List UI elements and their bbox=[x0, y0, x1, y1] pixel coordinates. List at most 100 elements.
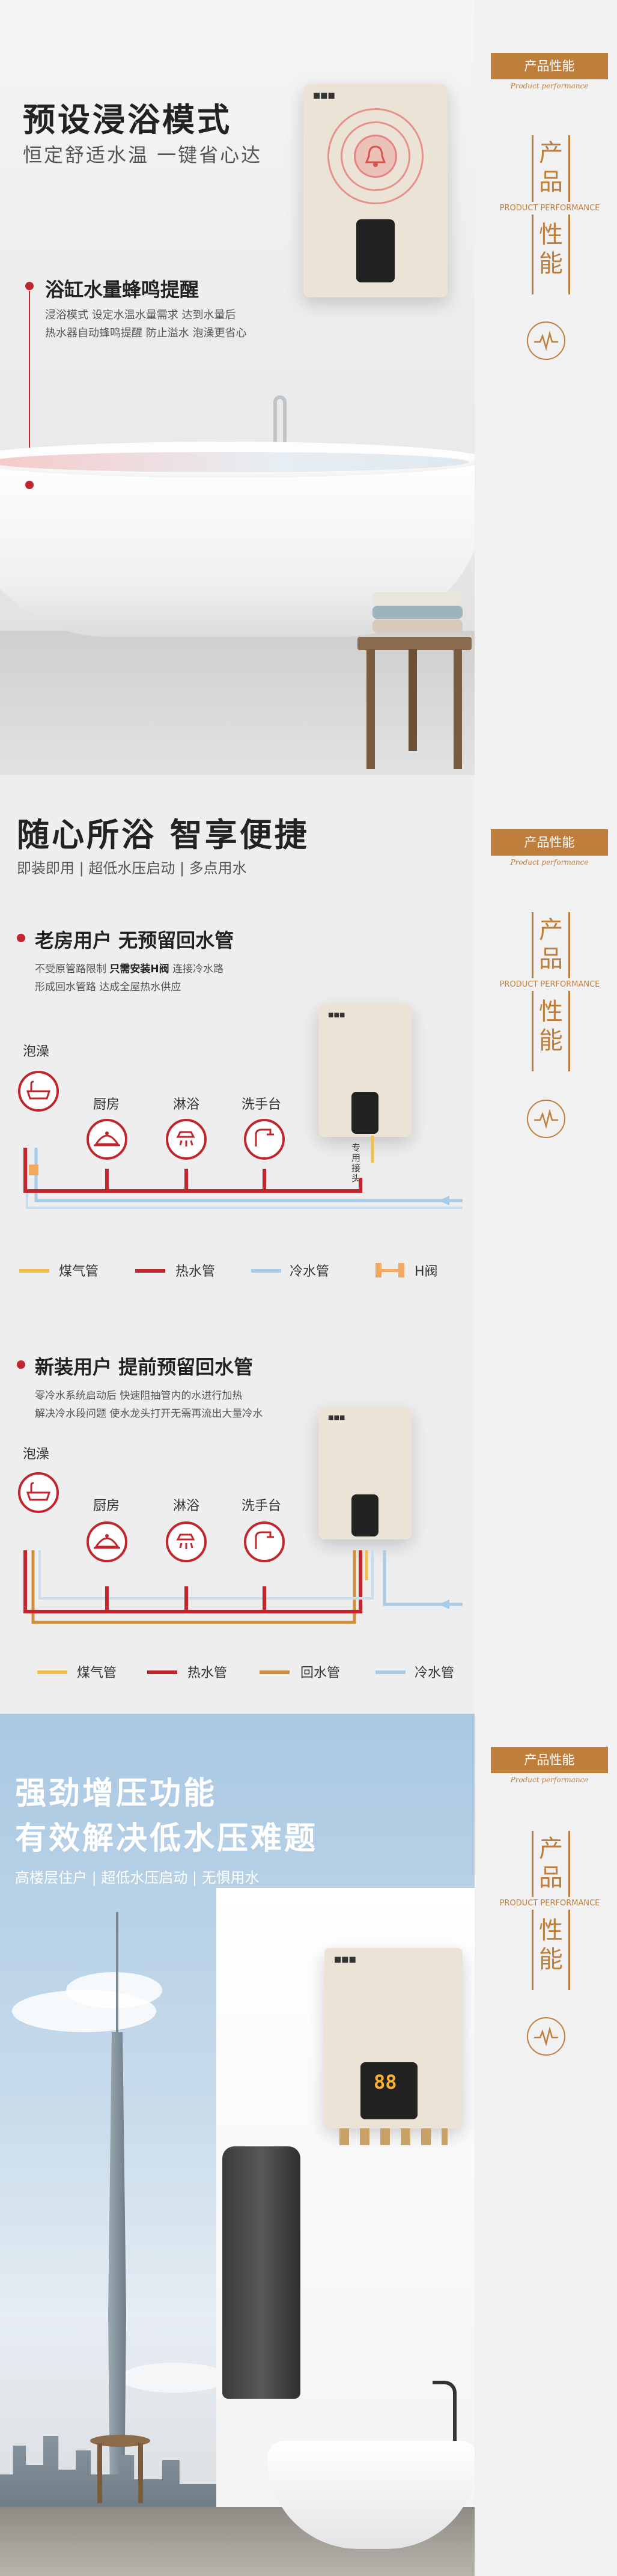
cloud bbox=[120, 2363, 228, 2393]
new-house-text-line1: 零冷水系统启动后 快速阻抽管内的水进行加热 bbox=[35, 1390, 243, 1402]
sidebar-tag: 产品性能 bbox=[491, 829, 608, 856]
control-display: 88 bbox=[360, 2062, 418, 2119]
cold-arrow bbox=[439, 1196, 449, 1205]
point-bath-label: 泡澡 bbox=[23, 1447, 50, 1462]
wooden-stool bbox=[357, 637, 472, 650]
old-text-end: 连接冷水路 bbox=[172, 963, 224, 975]
control-display bbox=[351, 1494, 378, 1536]
legend-hot-line bbox=[135, 1269, 165, 1273]
sidebar-vertical-title: 产品 性能 bbox=[532, 912, 570, 1071]
section-title-line1: 强劲增压功能 bbox=[15, 1776, 217, 1812]
bathtub-icon bbox=[18, 1472, 59, 1513]
sidebar: 产品性能 Product performance 产品 性能 PRODUCT P… bbox=[475, 0, 617, 775]
stool-leg bbox=[366, 649, 375, 769]
bullet-dot bbox=[17, 1360, 25, 1369]
faucet bbox=[273, 395, 287, 455]
brand-logo: ■■■ bbox=[328, 1012, 345, 1019]
sidebar-vertical-title: 产品 性能 bbox=[532, 135, 570, 294]
tub-faucet bbox=[433, 2381, 457, 2441]
special-head-label: 专用接头 bbox=[351, 1142, 361, 1184]
sink-faucet-icon bbox=[244, 1119, 285, 1160]
sidebar: 产品性能 Product performance 产品 性能 PRODUCT P… bbox=[475, 1714, 617, 2576]
feature-text-line1: 浸浴模式 设定水温水量需求 达到水量后 bbox=[45, 309, 236, 321]
shower-icon bbox=[166, 1119, 207, 1160]
brand-logo: ■■■ bbox=[334, 1955, 356, 1964]
city-bathroom-scene: 强劲增压功能 有效解决低水压难题 高楼层住户 | 超低水压启动 | 无惧用水 ■… bbox=[0, 1714, 475, 2576]
return-pipe bbox=[31, 1550, 356, 1624]
legend-return: 回水管 bbox=[300, 1666, 341, 1681]
point-shower-label: 淋浴 bbox=[173, 1499, 200, 1514]
pulse-circle-icon bbox=[527, 1100, 565, 1138]
tv-tower bbox=[108, 2032, 126, 2501]
kitchen-cloche-icon bbox=[87, 1521, 127, 1562]
cloud bbox=[66, 1972, 162, 2008]
towel-stack-low bbox=[372, 620, 463, 633]
sidebar-tag: 产品性能 bbox=[491, 1747, 608, 1773]
wooden-stool bbox=[90, 2435, 150, 2447]
floor bbox=[0, 631, 475, 775]
sidebar-vertical-bottom: 性能 bbox=[539, 221, 563, 278]
sidebar-tag-en: Product performance bbox=[510, 858, 589, 866]
legend-hot: 热水管 bbox=[175, 1264, 216, 1279]
legend-hot-line bbox=[147, 1670, 177, 1674]
point-kitchen-label: 厨房 bbox=[93, 1097, 120, 1112]
section-pressure-boost: 强劲增压功能 有效解决低水压难题 高楼层住户 | 超低水压启动 | 无惧用水 ■… bbox=[0, 1714, 617, 2576]
sidebar-vertical-en: PRODUCT PERFORMANCE bbox=[493, 202, 607, 215]
point-bath-label: 泡澡 bbox=[23, 1044, 50, 1059]
stool-leg bbox=[409, 649, 417, 751]
section-subtitle: 即装即用 | 超低水压启动 | 多点用水 bbox=[17, 860, 247, 877]
sidebar-vertical-bottom: 性能 bbox=[539, 998, 563, 1055]
shower-icon bbox=[166, 1521, 207, 1562]
legend-gas: 煤气管 bbox=[59, 1264, 99, 1279]
section-title: 随心所浴 智享便捷 bbox=[17, 816, 309, 854]
legend-hot: 热水管 bbox=[187, 1666, 228, 1681]
feature-text-line2: 热水器自动蜂鸣提醒 防止溢水 泡澡更省心 bbox=[45, 327, 247, 340]
legend-cold: 冷水管 bbox=[415, 1666, 455, 1681]
bath-scene: 预设浸浴模式 恒定舒适水温 一键省心达 ■■■ 浴缸水量蜂鸣提醒 浸浴模式 设定… bbox=[0, 0, 475, 775]
alarm-ring-inner bbox=[354, 135, 397, 178]
point-sink-label: 洗手台 bbox=[242, 1499, 282, 1514]
water-heater-image: ■■■ bbox=[318, 1407, 412, 1539]
legend-cold-line bbox=[251, 1269, 281, 1273]
pulse-circle-icon bbox=[527, 321, 565, 360]
new-pipe-diagram bbox=[23, 1550, 463, 1624]
h-valve bbox=[29, 1165, 38, 1175]
bullet-dot bbox=[17, 934, 25, 942]
old-text-normal: 不受原管路限制 bbox=[35, 963, 106, 975]
pulse-circle-icon bbox=[527, 2017, 565, 2056]
towel-stack-top bbox=[372, 592, 463, 605]
water-heater-image: ■■■ bbox=[303, 84, 448, 297]
sidebar-vertical-top: 产品 bbox=[539, 139, 563, 196]
bathtub-icon bbox=[18, 1071, 59, 1112]
point-shower-label: 淋浴 bbox=[173, 1097, 200, 1112]
section-subtitle: 恒定舒适水温 一键省心达 bbox=[23, 144, 263, 166]
water-level-dot bbox=[25, 481, 34, 489]
legend-return-line bbox=[260, 1670, 290, 1674]
pipe-diagrams: 随心所浴 智享便捷 即装即用 | 超低水压启动 | 多点用水 老房用户 无预留回… bbox=[0, 775, 475, 1714]
cold-pipe bbox=[383, 1550, 463, 1606]
legend-cold-line bbox=[375, 1670, 406, 1674]
hanging-towel bbox=[222, 2146, 300, 2399]
control-display bbox=[356, 219, 395, 282]
section-title-line2: 有效解决低水压难题 bbox=[15, 1821, 318, 1857]
legend-gas-line bbox=[37, 1670, 67, 1674]
alarm-ring-outer bbox=[327, 108, 424, 204]
brand-logo: ■■■ bbox=[313, 91, 335, 100]
sidebar-vertical-en: PRODUCT PERFORMANCE bbox=[493, 978, 607, 991]
sidebar-tag: 产品性能 bbox=[491, 53, 608, 79]
sidebar-vertical-top: 产品 bbox=[539, 1835, 563, 1892]
alarm-ring-mid bbox=[341, 121, 410, 191]
feature-heading: 浴缸水量蜂鸣提醒 bbox=[45, 278, 199, 301]
sidebar-vertical-en: PRODUCT PERFORMANCE bbox=[493, 1897, 607, 1910]
old-house-text-line1: 不受原管路限制 只需安装H阀 连接冷水路 bbox=[35, 960, 223, 975]
brand-logo: ■■■ bbox=[328, 1414, 345, 1421]
legend-h-valve-icon bbox=[375, 1263, 404, 1277]
water-heater-image: ■■■ 88 bbox=[324, 1948, 463, 2128]
new-house-heading: 新装用户 提前预留回水管 bbox=[35, 1356, 254, 1378]
hot-pipe bbox=[23, 1148, 362, 1193]
new-house-text-line2: 解决冷水段问题 使水龙头打开无需再流出大量冷水 bbox=[35, 1408, 263, 1420]
old-pipe-diagram bbox=[23, 1136, 463, 1209]
cold-arrow bbox=[439, 1600, 449, 1609]
bell-icon bbox=[365, 145, 386, 167]
sidebar-tag-en: Product performance bbox=[510, 82, 589, 90]
